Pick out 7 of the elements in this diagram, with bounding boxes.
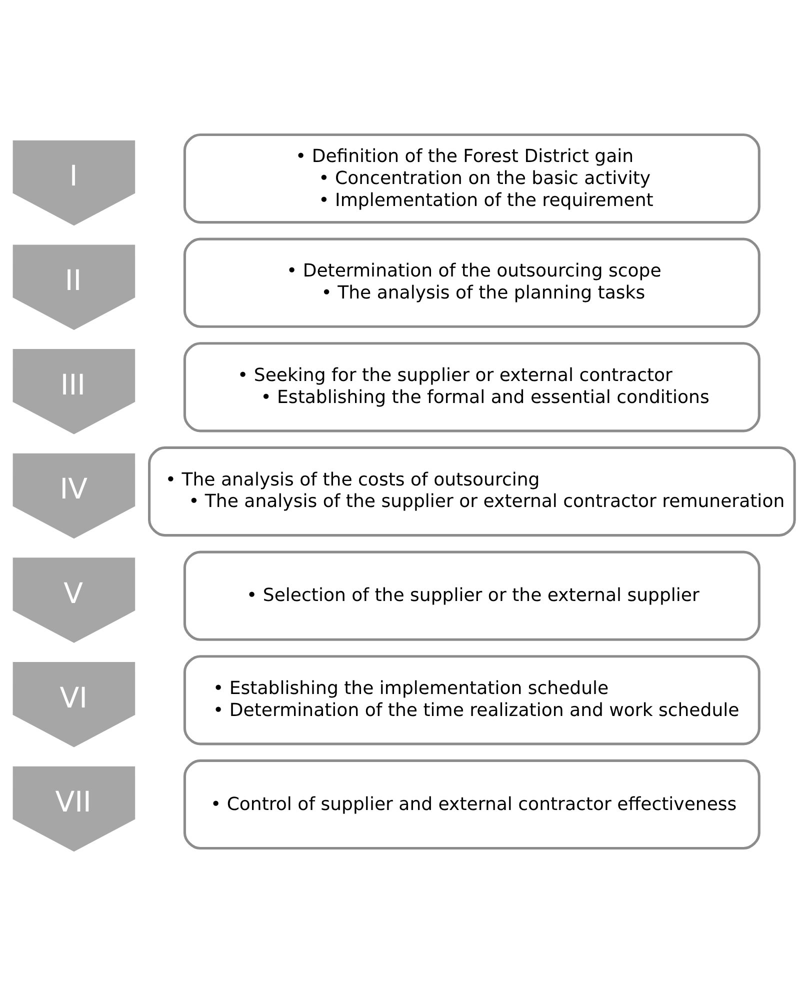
node-box: • Determination of the outsourcing scope • The analysis of the planning tasks xyxy=(183,237,760,328)
node-box: • The analysis of the costs of outsourcing • The analysis of the supplier or external contractor remuneration xyxy=(148,446,796,536)
node-box: • Selection of the supplier or the external supplier xyxy=(183,550,760,640)
node-box: • Seeking for the supplier or external contractor • Establishing the formal and essential conditions xyxy=(183,342,760,432)
node-box: • Control of supplier and external contractor effectiveness xyxy=(183,758,760,850)
node-box: • Definition of the Forest District gain • Concentration on the basic activity • Implementation of the requirement xyxy=(183,132,760,224)
node-box: • Establishing the implementation schedule • Determination of the time realization and work schedule xyxy=(183,654,760,745)
